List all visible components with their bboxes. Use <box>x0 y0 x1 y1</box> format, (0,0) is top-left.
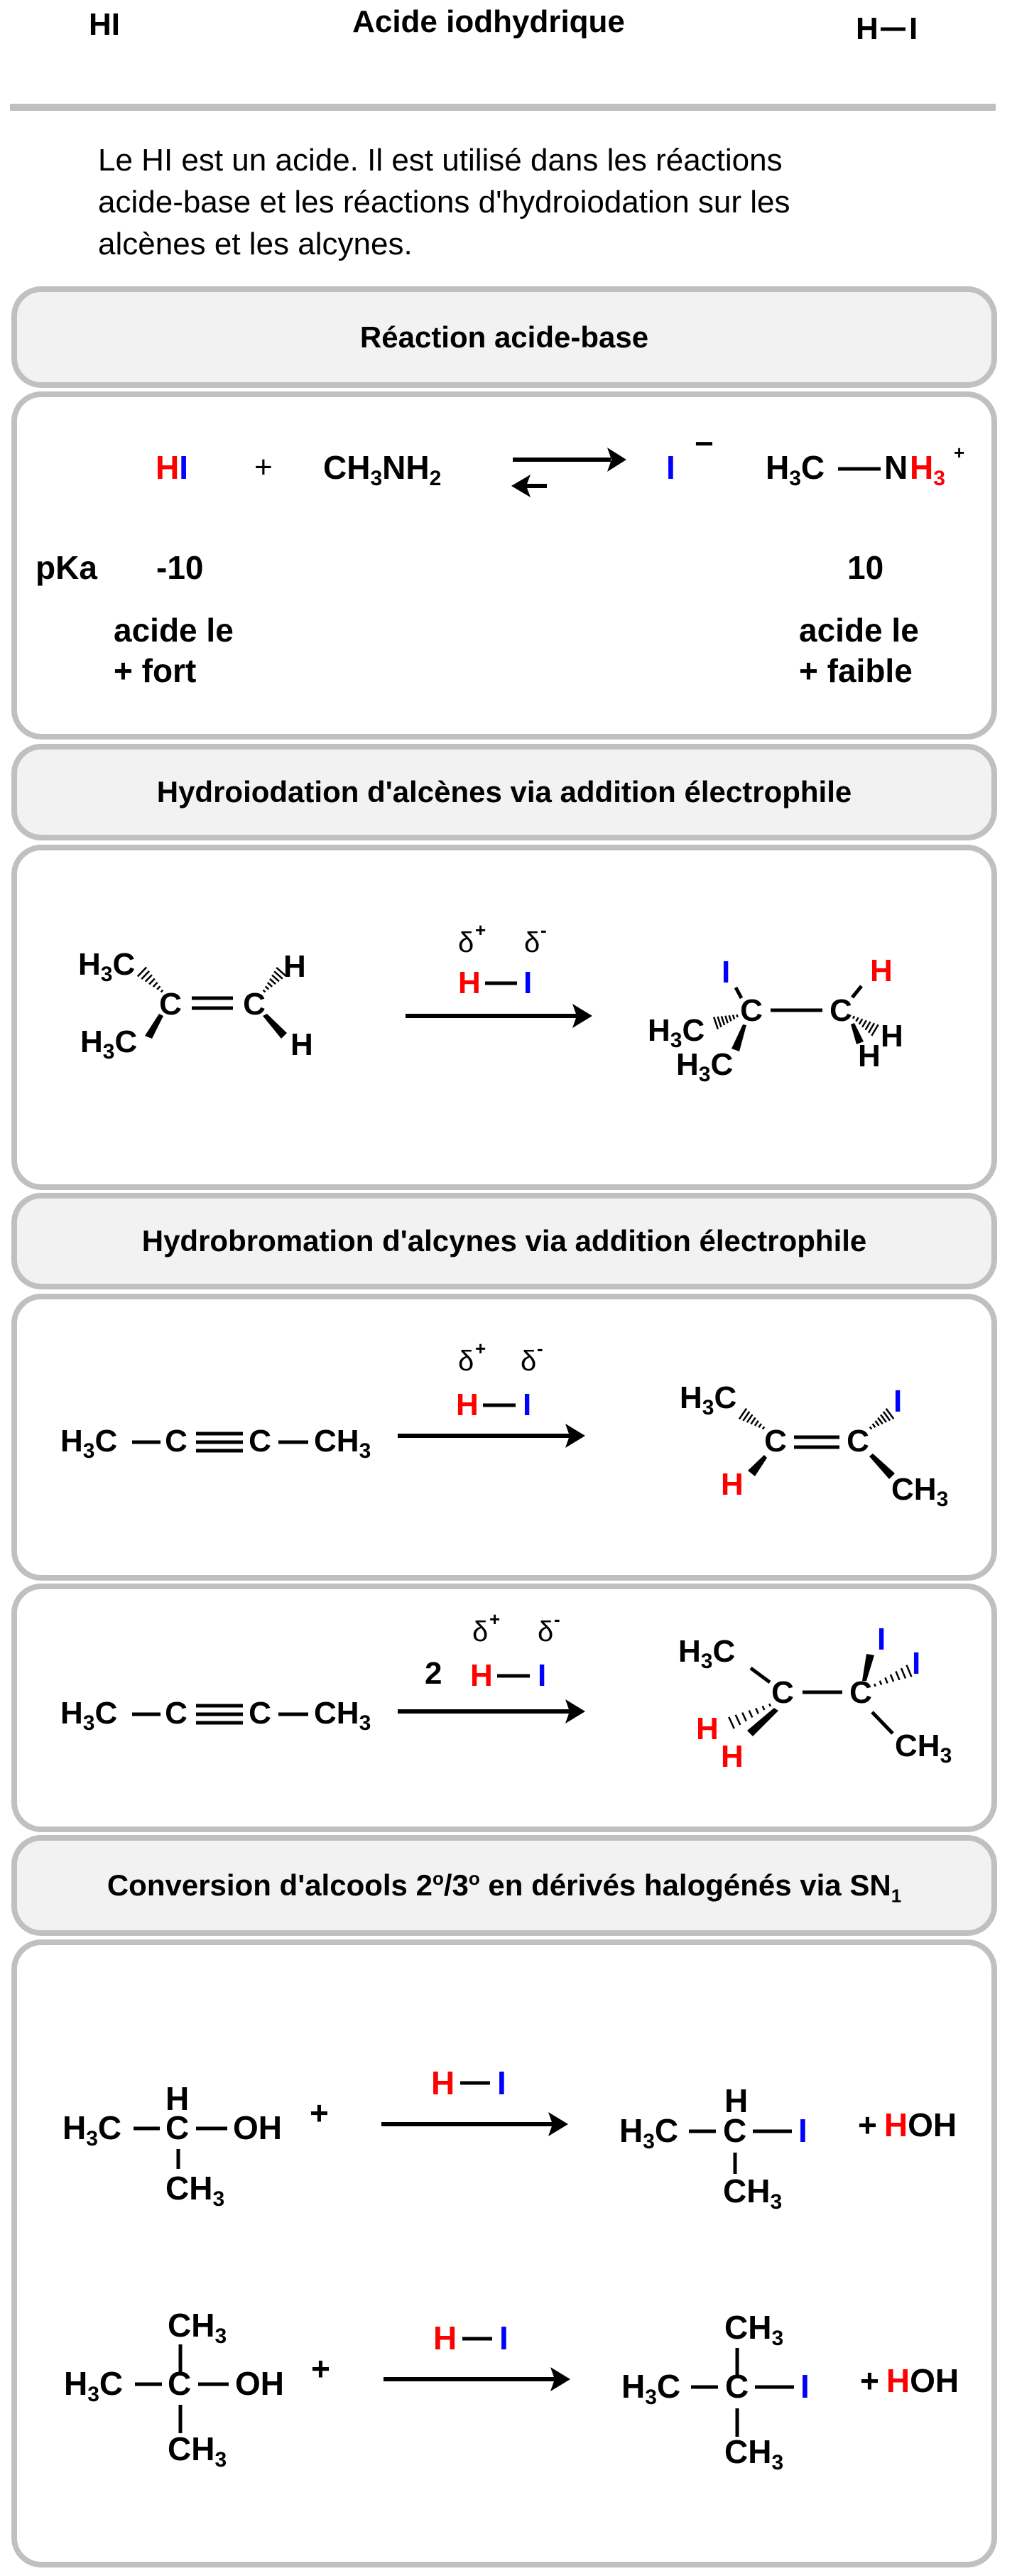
acid-base-panel <box>11 391 997 740</box>
section-title: Hydrobromation d'alcynes via addition él… <box>141 1224 867 1257</box>
degree-superscript: o <box>468 1868 480 1889</box>
hydroiodation-panel <box>11 845 997 1190</box>
section-header-hydrobromation: Hydrobromation d'alcynes via addition él… <box>11 1193 997 1289</box>
title-part: Conversion d'alcools 2 <box>107 1868 433 1902</box>
intro-line: acide-base et les réactions d'hydroiodat… <box>98 185 790 220</box>
section-title: Hydroiodation d'alcènes via addition éle… <box>156 775 852 808</box>
section-header-hydroiodation: Hydroiodation d'alcènes via addition éle… <box>11 744 997 840</box>
intro-paragraph: Le HI est un acide. Il est utilisé dans … <box>98 139 790 265</box>
formula-label: HI <box>89 7 120 42</box>
alcohol-conversion-panel <box>11 1939 997 2567</box>
section-header-alcohol-conversion: Conversion d'alcools 2o/3o en dérivés ha… <box>11 1835 997 1936</box>
degree-superscript: o <box>432 1868 444 1889</box>
intro-line: Le HI est un acide. Il est utilisé dans … <box>98 143 783 178</box>
intro-line: alcènes et les alcynes. <box>98 227 413 261</box>
title-part: /3 <box>443 1868 469 1902</box>
title-part: en dérivés halogénés via SN <box>479 1868 891 1902</box>
page-title: Acide iodhydrique <box>352 4 625 39</box>
sn1-subscript: 1 <box>891 1885 902 1907</box>
alkyne-double-addition-panel <box>11 1584 997 1832</box>
section-title: Réaction acide-base <box>359 320 649 354</box>
alkyne-mono-addition-panel <box>11 1294 997 1581</box>
section-header-acid-base: Réaction acide-base <box>11 286 997 388</box>
header-divider <box>10 104 996 111</box>
section-title: Conversion d'alcools 2o/3o en dérivés ha… <box>107 1868 902 1907</box>
